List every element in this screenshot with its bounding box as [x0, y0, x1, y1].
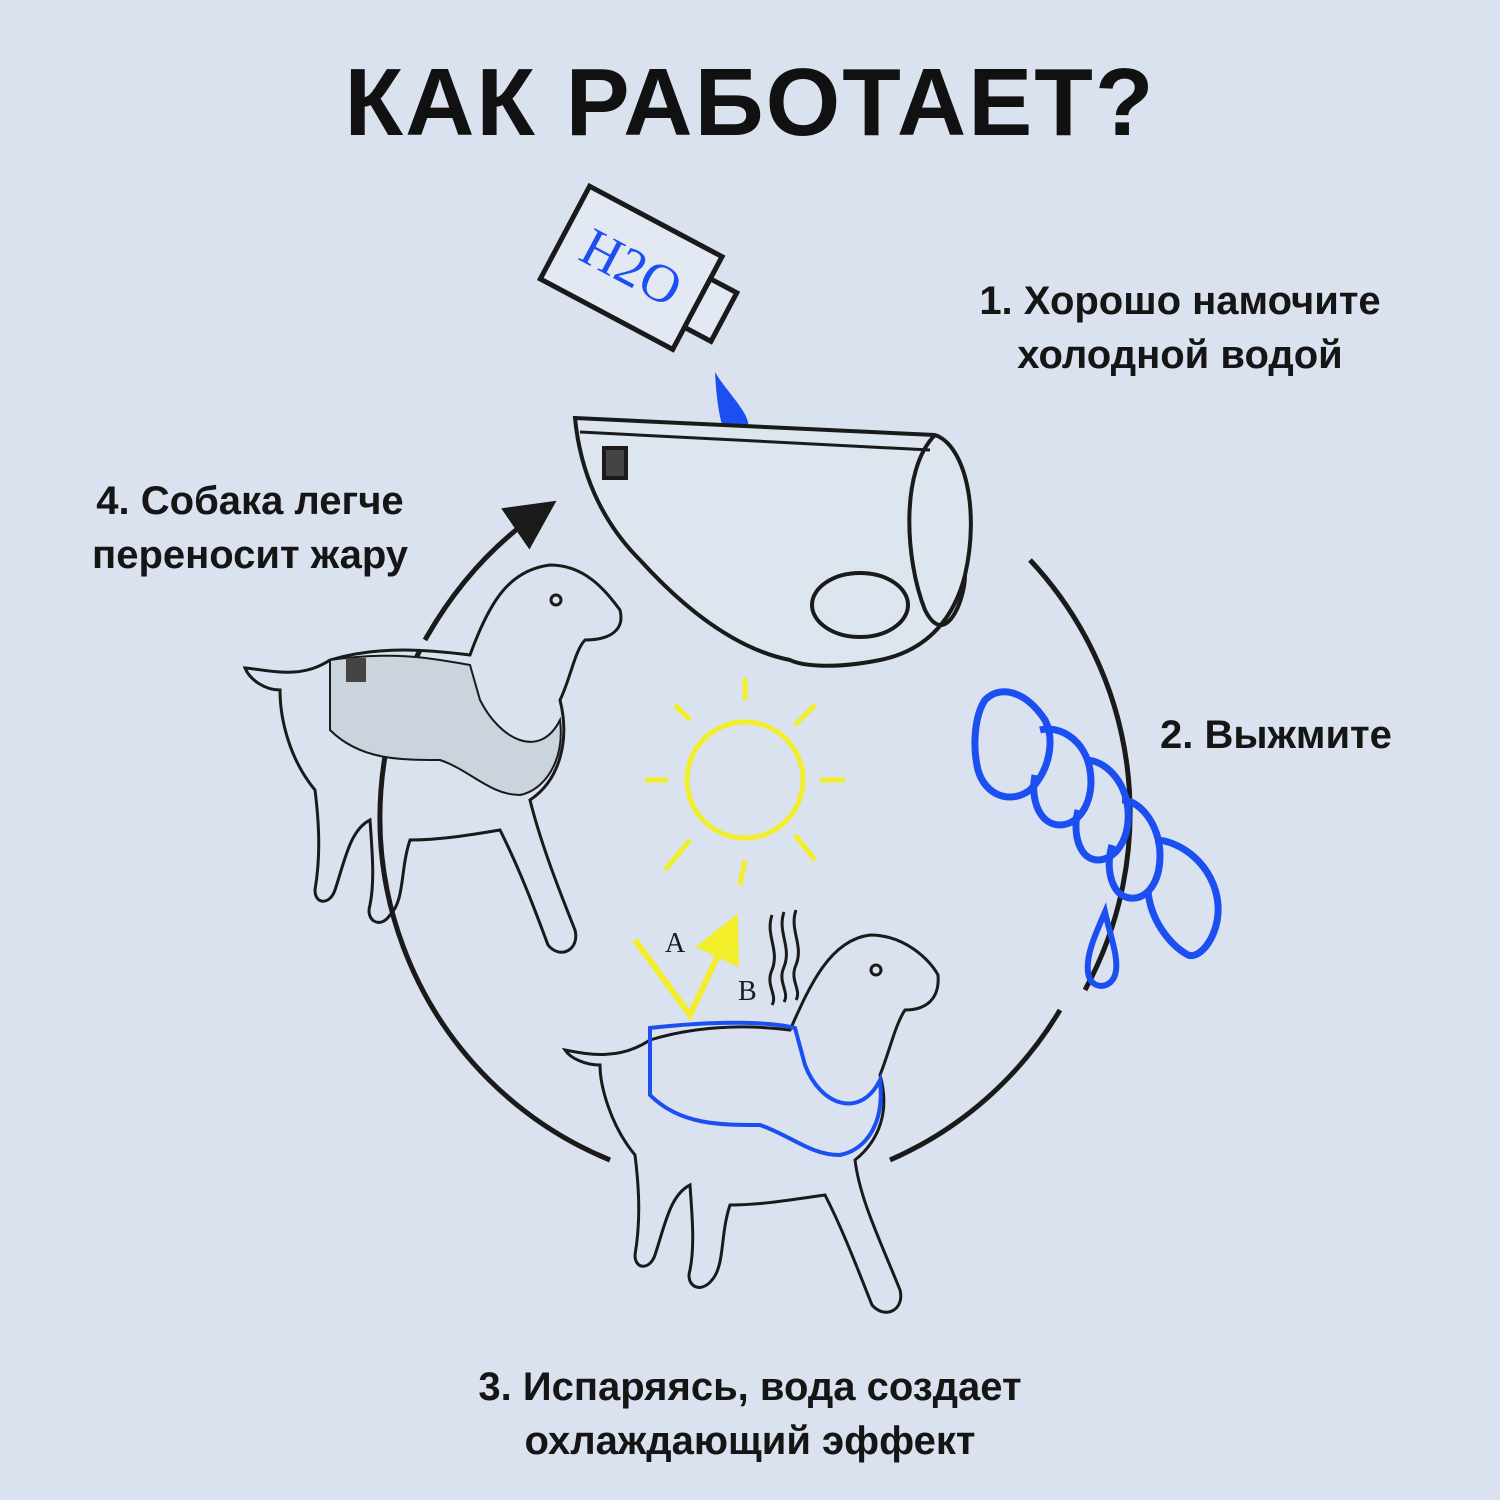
step-3-label: 3. Испаряясь, вода создает охлаждающий э… — [330, 1360, 1170, 1468]
step-1-label: 1. Хорошо намочите холодной водой — [930, 274, 1430, 382]
water-drop-icon — [715, 372, 749, 435]
steam-icon — [768, 909, 800, 1006]
step-4-line-1: 4. Собака легче — [96, 479, 404, 523]
page-title: КАК РАБОТАЕТ? — [344, 49, 1156, 156]
cooling-vest-icon — [572, 415, 973, 668]
ray-arrow-a — [632, 913, 739, 1021]
step-3-line-1: 3. Испаряясь, вода создает — [478, 1365, 1022, 1409]
towel-drop-icon — [1084, 902, 1120, 989]
step-2-label: 2. Выжмите — [1160, 708, 1392, 762]
ray-label-b: B — [738, 976, 757, 1007]
step-1-line-2: холодной водой — [1017, 333, 1343, 377]
step-2-line-1: 2. Выжмите — [1160, 713, 1392, 757]
step-4-label: 4. Собака легче переносит жару — [40, 474, 460, 582]
step-3-line-2: охлаждающий эффект — [524, 1419, 976, 1463]
step-4-line-2: переносит жару — [92, 533, 408, 577]
cycle-arrow-top — [422, 500, 557, 642]
water-bottle-icon: H2O — [536, 182, 741, 353]
dog-with-vest-icon — [242, 563, 623, 954]
cycle-arc-bottom — [888, 1008, 1063, 1163]
ray-label-a: A — [665, 928, 686, 959]
sun-icon — [645, 678, 845, 886]
wrung-towel-icon — [971, 688, 1222, 960]
dog-with-wet-vest-icon — [561, 933, 940, 1314]
step-1-line-1: 1. Хорошо намочите — [979, 279, 1381, 323]
